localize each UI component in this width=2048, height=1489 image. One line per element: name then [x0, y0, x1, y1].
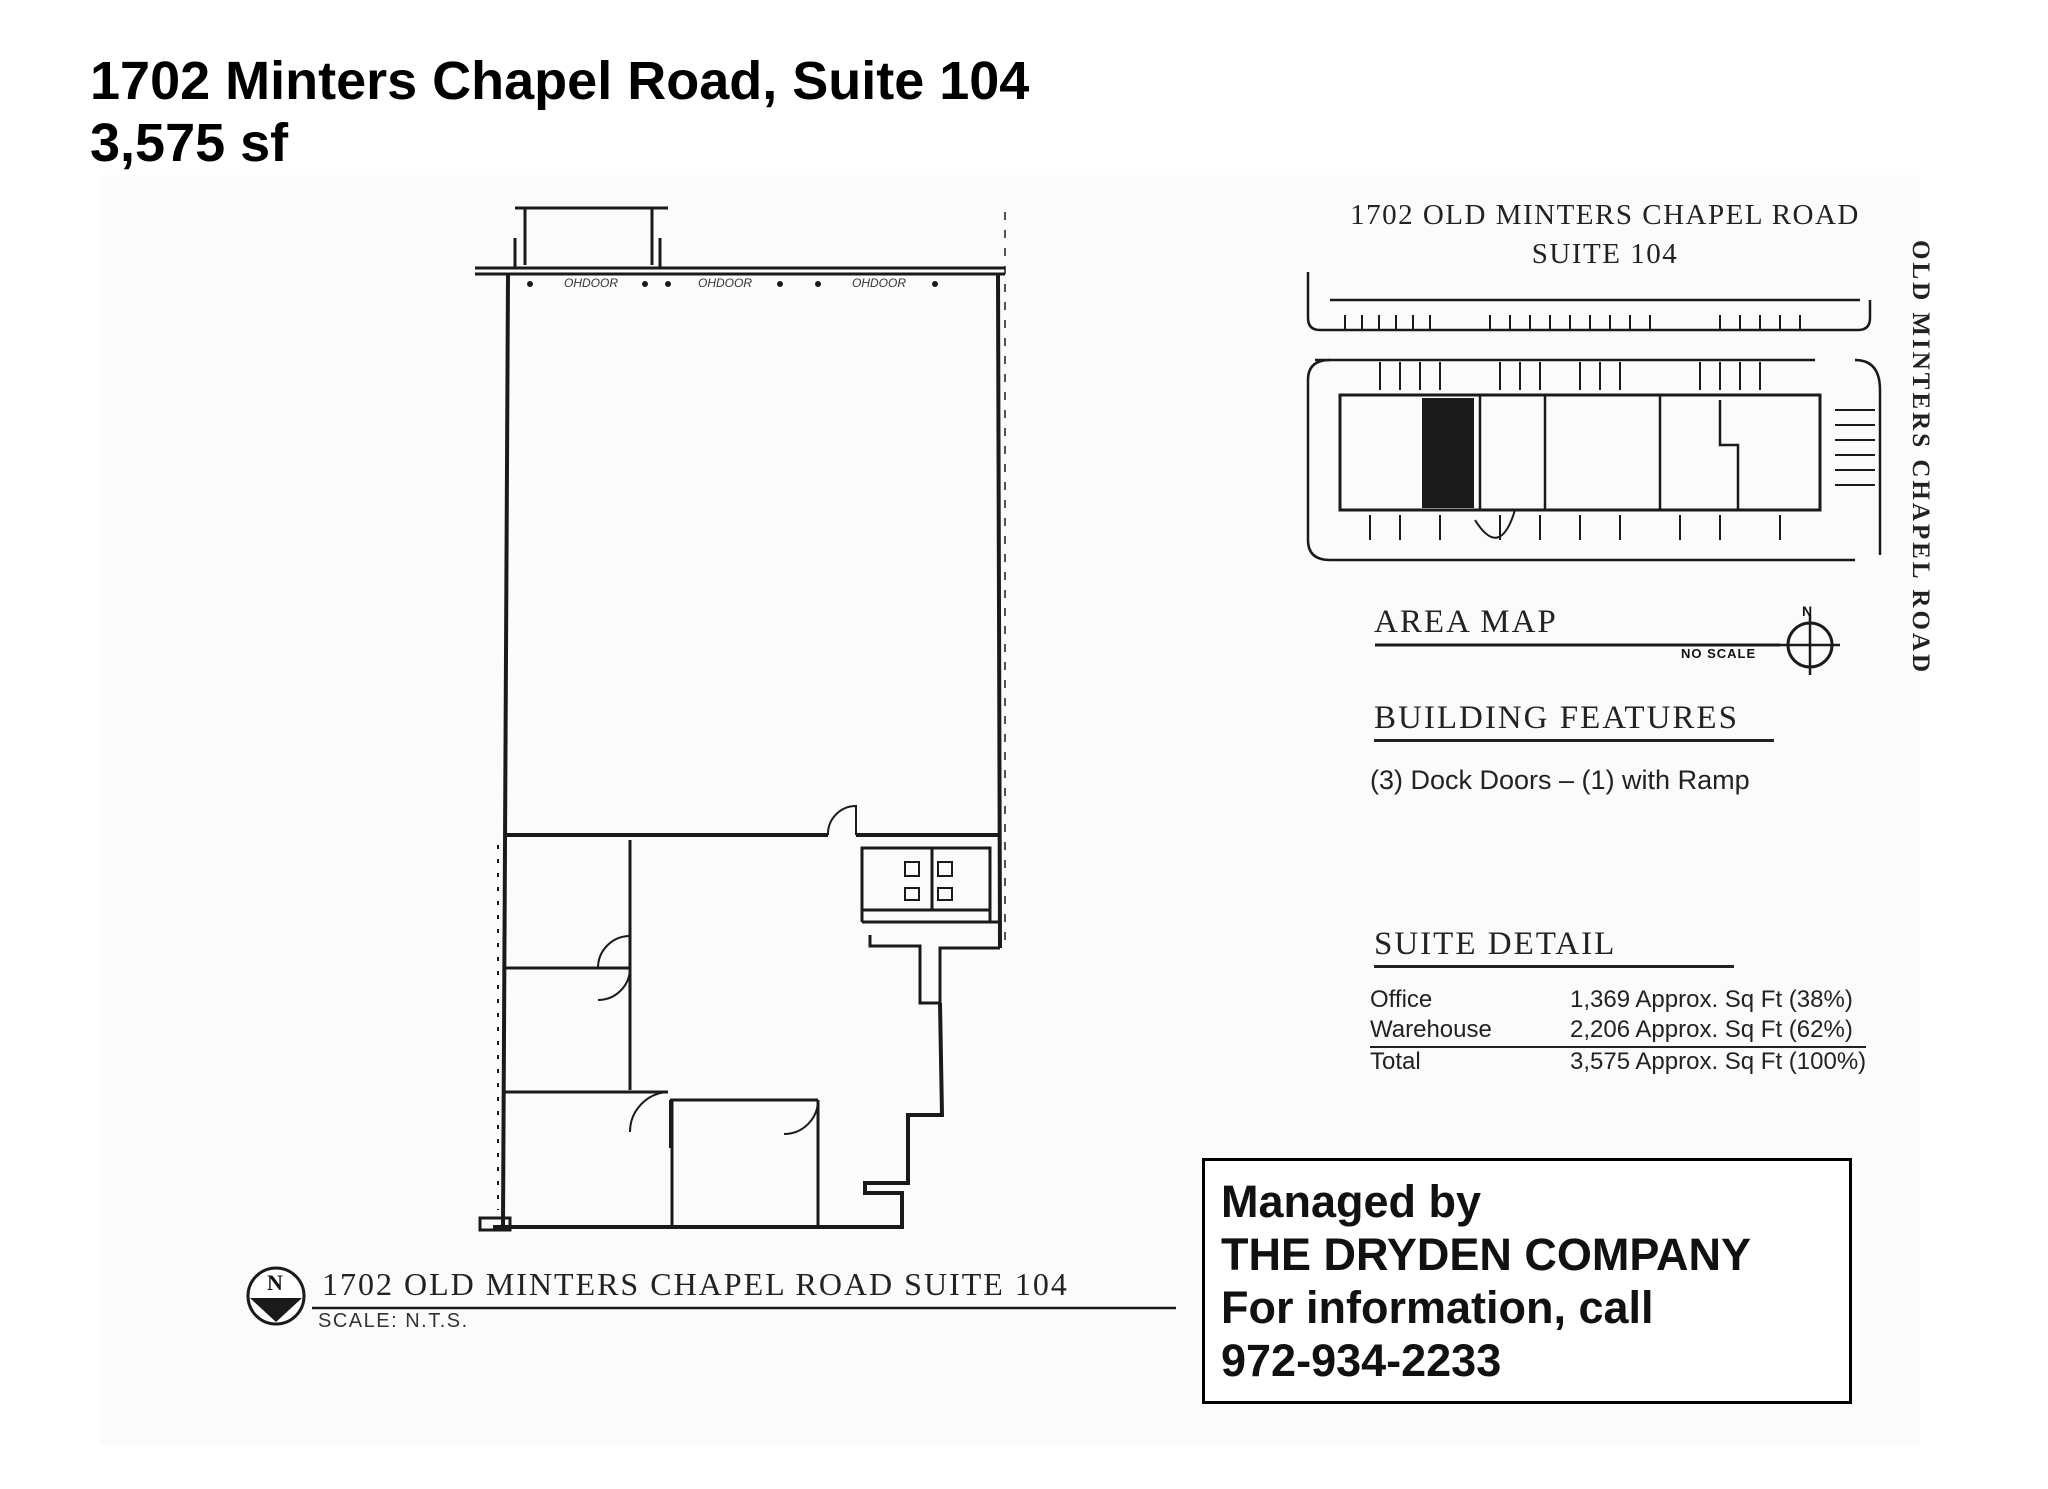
suite-detail-value: 3,575 Approx. Sq Ft (100%) — [1570, 1048, 1867, 1075]
page-title: 1702 Minters Chapel Road, Suite 104 3,57… — [90, 50, 1029, 174]
building-features-heading: BUILDING FEATURES — [1374, 700, 1774, 742]
contact-managed-by: Managed by — [1221, 1176, 1482, 1227]
compass-icon — [1780, 615, 1840, 675]
contact-call-text: For information, call — [1221, 1282, 1654, 1333]
suite-detail-label: Warehouse — [1370, 1016, 1570, 1048]
table-row: Total 3,575 Approx. Sq Ft (100%) — [1370, 1047, 1866, 1078]
contact-phone: 972-934-2233 — [1221, 1335, 1502, 1386]
floor-plan-scale: SCALE: N.T.S. — [318, 1310, 469, 1332]
size-heading: 3,575 sf — [90, 113, 289, 173]
contact-company: THE DRYDEN COMPANY — [1221, 1229, 1752, 1280]
site-plan-title-line1: 1702 OLD MINTERS CHAPEL ROAD — [1350, 199, 1860, 231]
suite-detail-label: Total — [1370, 1048, 1421, 1075]
area-map-scale-note: NO SCALE — [1681, 646, 1757, 661]
floor-plan-title: 1702 OLD MINTERS CHAPEL ROAD SUITE 104 — [322, 1266, 1069, 1302]
contact-box: Managed by THE DRYDEN COMPANY For inform… — [1202, 1158, 1852, 1404]
north-badge-icon — [246, 1266, 306, 1326]
overhead-door-label: OHDOOR — [698, 276, 752, 290]
suite-detail-value: 1,369 Approx. Sq Ft (38%) — [1570, 986, 1853, 1013]
suite-104-highlight — [1422, 398, 1474, 508]
area-map-heading: AREA MAP — [1374, 604, 1558, 640]
site-plan-title: 1702 OLD MINTERS CHAPEL ROAD SUITE 104 — [1325, 196, 1885, 274]
building-features-item: (3) Dock Doors – (1) with Ramp — [1370, 765, 1750, 795]
suite-detail-label: Office — [1370, 986, 1433, 1013]
overhead-door-label: OHDOOR — [564, 276, 618, 290]
suite-detail-heading: SUITE DETAIL — [1374, 926, 1734, 968]
site-plan-title-line2: SUITE 104 — [1531, 238, 1679, 270]
table-row: Office 1,369 Approx. Sq Ft (38%) — [1370, 986, 1866, 1016]
road-label: OLD MINTERS CHAPEL ROAD — [1907, 240, 1934, 676]
overhead-door-label: OHDOOR — [852, 276, 906, 290]
floor-plan-north-letter: N — [267, 1270, 283, 1295]
table-row: Warehouse 2,206 Approx. Sq Ft (62%) — [1370, 1016, 1867, 1048]
area-map-north-letter: N — [1802, 603, 1813, 619]
suite-detail-table: Office 1,369 Approx. Sq Ft (38%) Warehou… — [1370, 986, 1867, 1078]
suite-detail-value: 2,206 Approx. Sq Ft (62%) — [1570, 1016, 1867, 1048]
address-heading: 1702 Minters Chapel Road, Suite 104 — [90, 51, 1030, 111]
